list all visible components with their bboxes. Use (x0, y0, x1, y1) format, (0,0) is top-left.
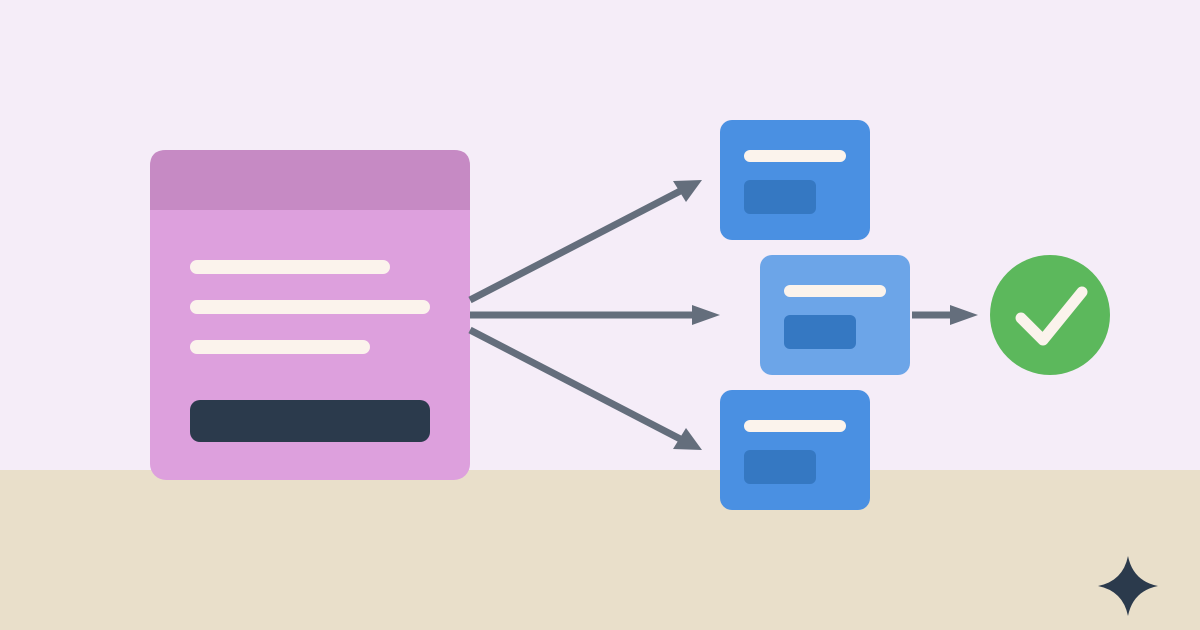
target-card-bottom-block (744, 450, 816, 484)
arrowhead-top (673, 180, 702, 202)
source-card-header (150, 150, 470, 210)
source-text-line-3 (190, 340, 370, 354)
four-point-star-icon (1098, 556, 1158, 616)
check-mark (1015, 286, 1088, 346)
target-card-middle[interactable] (760, 255, 910, 375)
source-card (150, 150, 470, 480)
fan-out-arrows (468, 180, 720, 450)
background-bottom (0, 470, 1200, 630)
checkmark-circle-icon (990, 255, 1110, 375)
arrow-to-bottom-card (468, 326, 690, 447)
success-circle (990, 255, 1110, 375)
source-text-line-1 (190, 260, 390, 274)
arrowhead-bottom (673, 428, 702, 450)
source-card-body (150, 150, 470, 480)
arrow-to-top-card (468, 183, 690, 304)
success-arrow (912, 305, 978, 325)
arrowhead-middle (692, 305, 720, 325)
source-text-line-2 (190, 300, 430, 314)
target-card-bottom-line (744, 420, 846, 432)
target-card-top-line (744, 150, 846, 162)
arrowhead-success (950, 305, 978, 325)
target-card-bottom[interactable] (720, 390, 870, 510)
target-card-top-block (744, 180, 816, 214)
target-card-middle-block (784, 315, 856, 349)
target-card-middle-line (784, 285, 886, 297)
target-card-top[interactable] (720, 120, 870, 240)
source-action-button[interactable] (190, 400, 430, 442)
